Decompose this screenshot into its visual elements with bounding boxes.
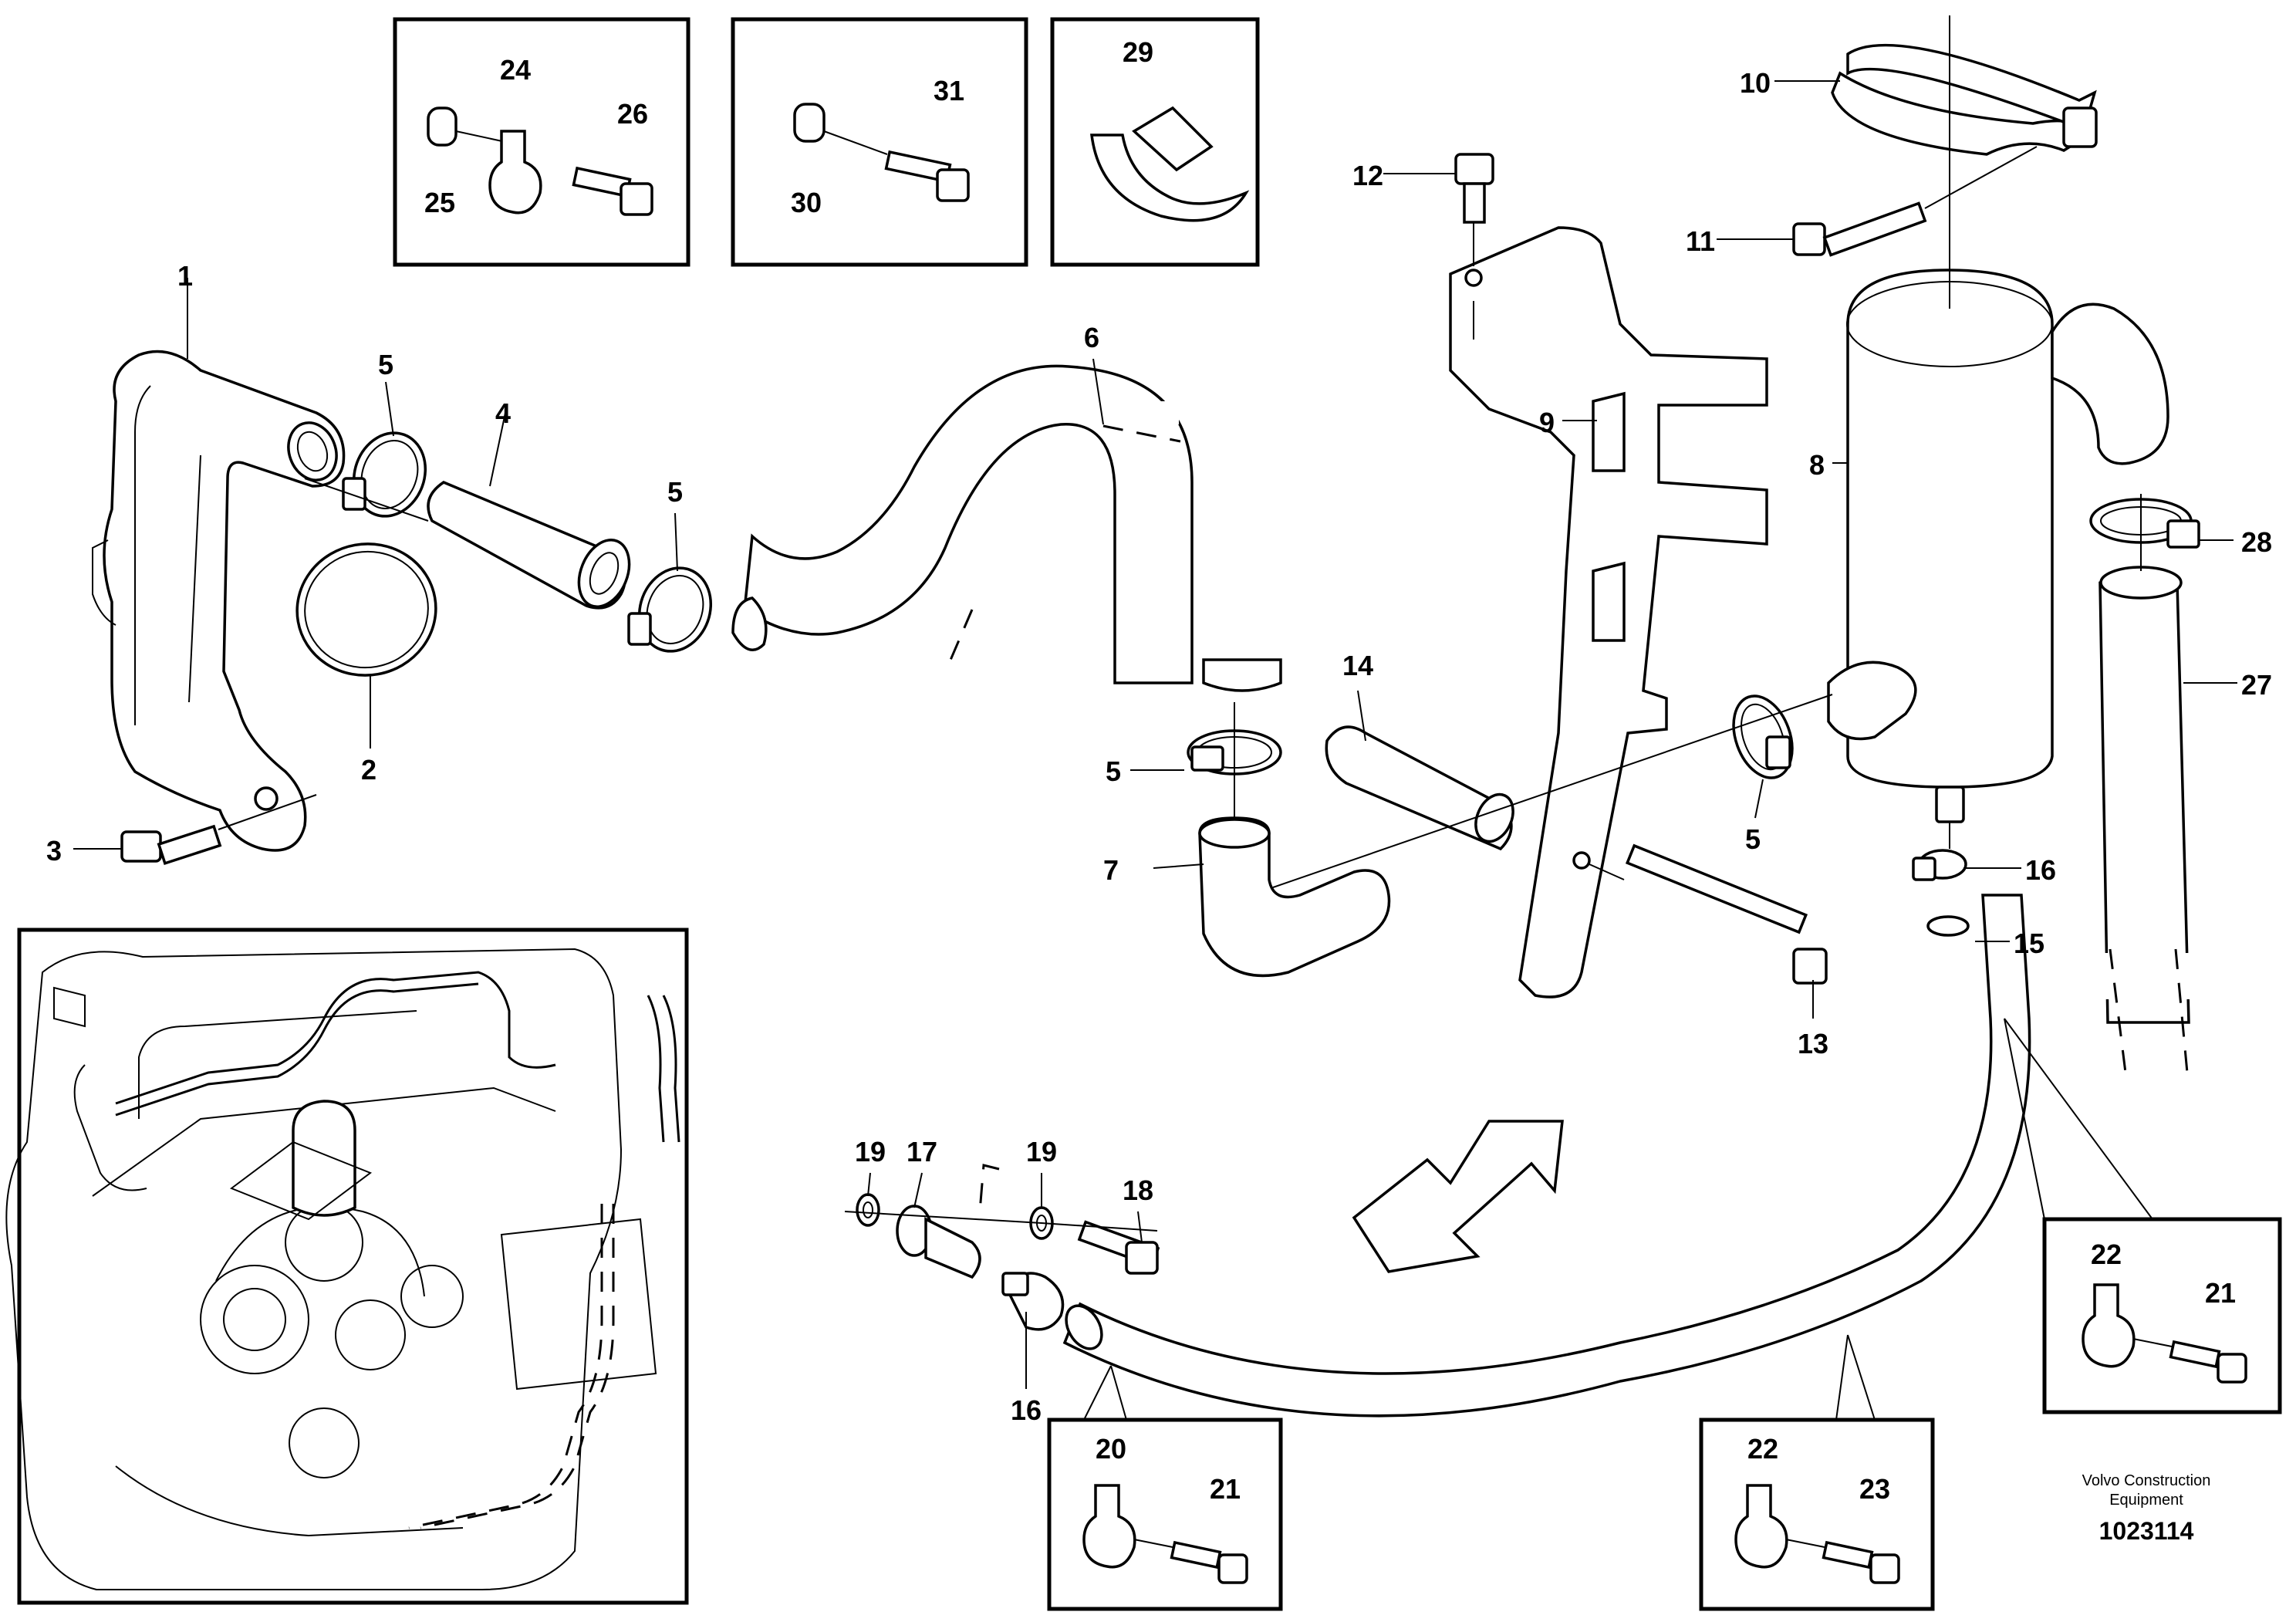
part-1-tube: [92, 350, 346, 852]
inset-box-29: [1050, 17, 1260, 267]
part-16-clamps: [1001, 849, 1967, 1331]
part-7-elbow-hose: [1198, 816, 1391, 978]
part-28-clamp: [2089, 498, 2200, 549]
part-6-bent-hose: [731, 364, 1282, 692]
callout-23: 23: [1859, 1473, 1890, 1505]
callout-15: 15: [2014, 928, 2044, 959]
part-4-hose: [427, 481, 631, 610]
part-2-o-ring: [295, 542, 437, 677]
callout-21b: 21: [2205, 1277, 2236, 1309]
callout-10: 10: [1740, 67, 1771, 99]
callout-31: 31: [934, 75, 964, 106]
part-8-oil-separator: [1827, 269, 2169, 823]
credit-line-2: Equipment: [2109, 1492, 2183, 1509]
footer-credit: Volvo Construction Equipment 1023114: [2082, 1472, 2211, 1545]
callout-29: 29: [1123, 36, 1153, 68]
callout-19b: 19: [1026, 1136, 1057, 1168]
callout-2: 2: [361, 754, 376, 786]
callout-11: 11: [1686, 225, 1715, 257]
callout-18: 18: [1123, 1174, 1153, 1206]
callout-6: 6: [1084, 322, 1099, 353]
callout-5b: 5: [667, 476, 683, 508]
callout-1: 1: [177, 260, 193, 292]
callout-5d: 5: [1745, 823, 1761, 855]
callout-5c: 5: [1106, 755, 1121, 787]
inset-box-22-21: [2042, 1217, 2282, 1414]
inset-box-22-23: [1699, 1418, 1935, 1611]
engine-overview-inset: [5, 928, 689, 1605]
callout-13: 13: [1798, 1028, 1828, 1059]
part-10-strap: [1831, 15, 2098, 309]
callout-14: 14: [1342, 650, 1373, 681]
callout-21a: 21: [1210, 1473, 1241, 1505]
callout-26: 26: [617, 98, 648, 130]
part-18-bolt: [1077, 1220, 1160, 1275]
connector-lines: [304, 478, 2153, 1421]
callout-25: 25: [424, 187, 455, 218]
part-27-hose: [2095, 566, 2195, 1073]
direction-arrow-icon: [1352, 1120, 1564, 1273]
part-9-bracket: [1449, 226, 1768, 999]
callout-9: 9: [1539, 407, 1555, 438]
callout-20: 20: [1096, 1433, 1126, 1465]
part-5-clamps: [342, 431, 1794, 779]
part-14-hose: [1325, 725, 1514, 851]
callout-4: 4: [495, 397, 511, 429]
part-12-bolt: [1454, 153, 1494, 266]
part-13-bolt: [1589, 843, 1828, 985]
callout-8: 8: [1809, 449, 1825, 481]
inset-box-24-25-26: [393, 17, 690, 267]
callout-22b: 22: [2091, 1238, 2122, 1270]
callout-28: 28: [2241, 526, 2272, 558]
callout-27: 27: [2241, 669, 2272, 701]
callout-7: 7: [1103, 854, 1119, 886]
inset-box-20-21: [1047, 1418, 1283, 1611]
callout-24: 24: [500, 54, 531, 86]
credit-line-1: Volvo Construction: [2082, 1472, 2211, 1489]
document-number: 1023114: [2099, 1517, 2194, 1545]
callout-5a: 5: [378, 349, 393, 380]
part-19-washers: [844, 1164, 1158, 1240]
callout-16b: 16: [1011, 1394, 1042, 1426]
callout-3: 3: [46, 835, 62, 867]
part-11-bolt: [1792, 146, 2038, 257]
leader-lines: [73, 80, 2237, 1389]
callout-16a: 16: [2025, 854, 2056, 886]
callout-17: 17: [907, 1136, 937, 1168]
callout-30: 30: [791, 187, 822, 218]
inset-box-30-31: [731, 17, 1028, 267]
callout-22a: 22: [1747, 1433, 1778, 1465]
callout-19a: 19: [855, 1136, 886, 1168]
callout-12: 12: [1352, 160, 1383, 191]
callout-labels: 1 2 3 4 5 5 5 5 6 7 8 9 10 11 12 13 14 1…: [46, 36, 2272, 1505]
part-3-bolt: [120, 794, 317, 866]
part-15-long-hose: [1062, 894, 2031, 1418]
